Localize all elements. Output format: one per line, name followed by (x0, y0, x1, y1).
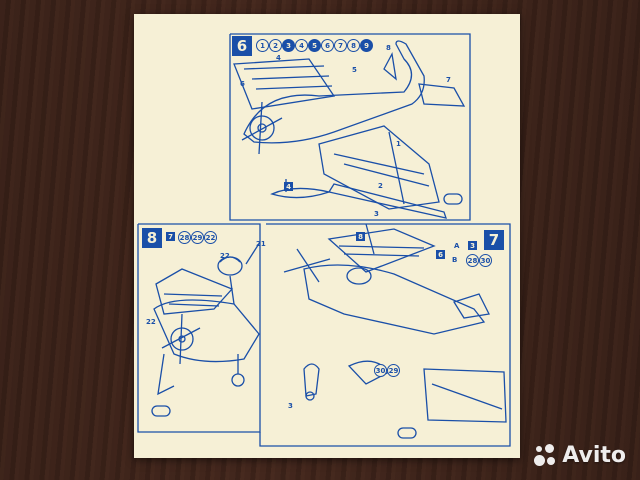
step6-label: 5 (352, 66, 357, 74)
step8-part: 28 (178, 231, 191, 244)
step6-part-2: 2 (269, 39, 282, 52)
step8-plane-drawing (153, 241, 261, 396)
step6-part-3: 3 (282, 39, 295, 52)
step7-label: 8 (356, 232, 365, 241)
step8-label: 22 (146, 318, 156, 326)
step7-part: 28 (466, 254, 479, 267)
glue-mark-icon (443, 193, 463, 205)
step6-plane-drawing (233, 40, 466, 219)
step7-part: A (454, 242, 460, 250)
step6-part-9: 9 (360, 39, 373, 52)
step6-label: 6 (240, 80, 245, 88)
step-7-number: 7 (484, 230, 504, 250)
step8-label: 21 (256, 240, 266, 248)
step7-label: 3 (288, 402, 293, 410)
step7-label: 29 (387, 364, 400, 377)
step6-part-4: 4 (295, 39, 308, 52)
step6-part-7: 7 (334, 39, 347, 52)
step6-label: 4 (276, 54, 281, 62)
step6-label: 1 (396, 140, 401, 148)
step6-label: 4 (284, 182, 293, 191)
step7-part: B (452, 256, 458, 264)
step6-label: 7 (446, 76, 451, 84)
glue-mark-icon (151, 405, 171, 417)
step6-part-1: 1 (256, 39, 269, 52)
watermark-text: Avito (562, 443, 626, 468)
step8-label: 22 (220, 252, 230, 260)
step6-label: 2 (378, 182, 383, 190)
step8-part: 7 (166, 232, 175, 241)
step-8-number: 8 (142, 228, 162, 248)
glue-mark-icon (397, 427, 417, 439)
step7-panel-border (259, 223, 511, 447)
step7-label: 30 (374, 364, 387, 377)
step6-label: 3 (374, 210, 379, 218)
step7-part: 3 (468, 241, 477, 250)
step6-part-6: 6 (321, 39, 334, 52)
step6-part-5: 5 (308, 39, 321, 52)
step7-part: 30 (479, 254, 492, 267)
avito-watermark: Avito (533, 443, 626, 468)
instruction-sheet: 6 1 2 3 4 5 6 7 8 9 4 8 5 6 7 1 2 3 4 8 … (134, 14, 520, 458)
step6-panel-border (229, 33, 471, 221)
avito-logo-icon (533, 443, 557, 468)
step7-part: 6 (436, 250, 445, 259)
step6-label: 8 (386, 44, 391, 52)
step6-part-8: 8 (347, 39, 360, 52)
step-6-number: 6 (232, 36, 252, 56)
step8-part: 22 (204, 231, 217, 244)
step7-plane-drawing (283, 223, 507, 423)
step8-part: 29 (191, 231, 204, 244)
